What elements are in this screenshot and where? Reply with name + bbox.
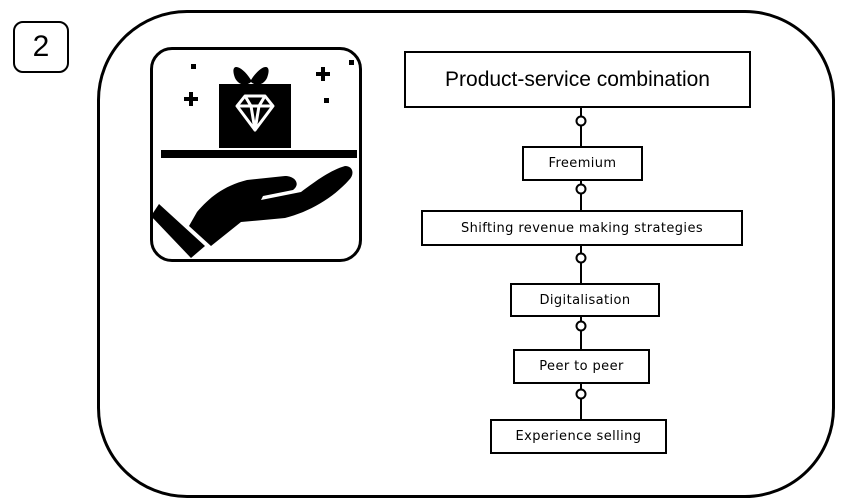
sparkle-plus	[316, 67, 330, 81]
diamond	[235, 94, 275, 132]
flow-step-label: Digitalisation	[539, 292, 631, 308]
sleeve-cuff	[153, 204, 205, 258]
sparkle-dot	[349, 60, 354, 65]
gift-bow	[233, 66, 269, 85]
flow-title: Product-service combination	[445, 67, 710, 91]
icon-tile	[150, 47, 362, 262]
flow-step-label: Experience selling	[515, 429, 642, 444]
flow-step-peer-to-peer: Peer to peer	[513, 349, 650, 384]
sparkle-plus	[184, 92, 198, 106]
flow-step-label: Shifting revenue making strategies	[460, 220, 704, 236]
flow-step-freemium: Freemium	[522, 146, 643, 181]
flow-step-shifting-revenue: Shifting revenue making strategies	[421, 210, 743, 246]
sparkle-dot	[191, 64, 196, 69]
gift-box	[219, 84, 291, 148]
hand	[189, 166, 353, 246]
content-frame	[97, 10, 835, 498]
tray	[161, 150, 357, 158]
flow-step-experience-selling: Experience selling	[490, 419, 667, 454]
cuff-highlight	[167, 204, 183, 220]
flow-step-label: Freemium	[548, 156, 617, 171]
step-number-badge: 2	[13, 21, 69, 73]
sparkle-dot	[324, 98, 329, 103]
flow-title-box: Product-service combination	[404, 51, 751, 108]
flow-step-label: Peer to peer	[539, 359, 624, 374]
step-number: 2	[32, 30, 50, 63]
flow-step-digitalisation: Digitalisation	[510, 283, 660, 317]
hand-offering-diamond-gift-icon	[153, 60, 357, 258]
